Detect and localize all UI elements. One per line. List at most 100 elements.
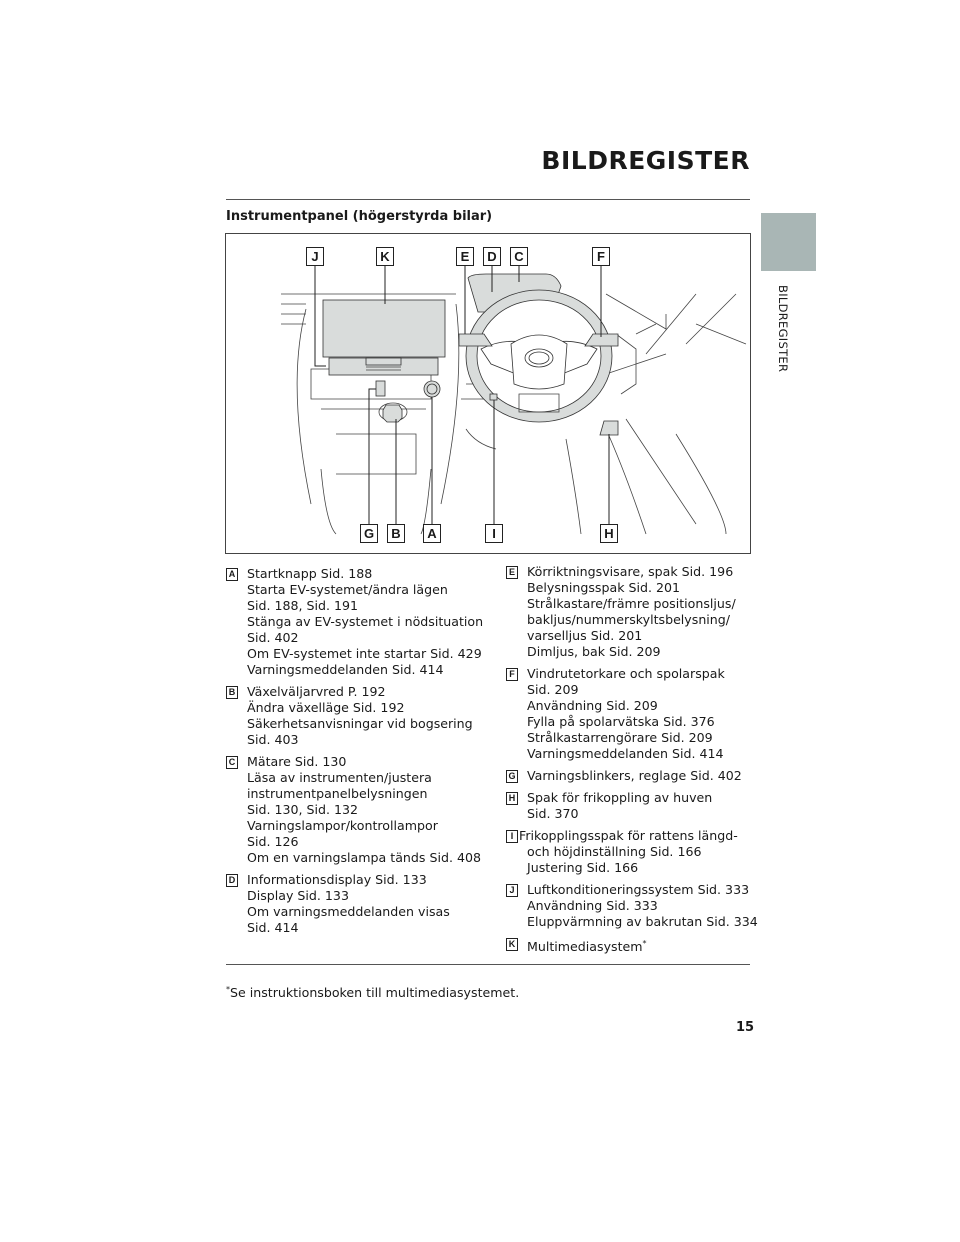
item-text: Fylla på spolarvätska Sid. 376 bbox=[527, 714, 715, 729]
item-detail: Sid. 402 bbox=[247, 630, 486, 646]
item-title: Multimediasystem* bbox=[527, 936, 756, 955]
footnote-divider bbox=[226, 964, 750, 965]
item-title: Vindrutetorkare och spolarspak bbox=[527, 666, 756, 682]
item-key-badge: H bbox=[506, 792, 518, 805]
item-detail: Läsa av instrumenten/justera bbox=[247, 770, 486, 786]
label-e: E bbox=[456, 247, 474, 266]
item-text: Vindrutetorkare och spolarspak bbox=[527, 666, 725, 681]
label-c: C bbox=[510, 247, 528, 266]
item-detail: Om en varningslampa tänds Sid. 408 bbox=[247, 850, 486, 866]
label-b: B bbox=[387, 524, 405, 543]
item-detail: Starta EV-systemet/ändra lägen bbox=[247, 582, 486, 598]
item-text: Sid. 402 bbox=[247, 630, 299, 645]
footnote-text: Se instruktionsboken till multimediasyst… bbox=[230, 985, 520, 1001]
item-text: Om en varningslampa tänds Sid. 408 bbox=[247, 850, 481, 865]
header-divider bbox=[226, 199, 750, 200]
item-title: Luftkonditioneringssystem Sid. 333 bbox=[527, 882, 756, 898]
item-key-badge: I bbox=[506, 830, 518, 843]
section-tab bbox=[761, 213, 816, 271]
item-text: Användning Sid. 333 bbox=[527, 898, 658, 913]
item-detail: Eluppvärmning av bakrutan Sid. 334 bbox=[527, 914, 758, 930]
item-text: Ändra växelläge Sid. 192 bbox=[247, 700, 405, 715]
footnote: *Se instruktionsboken till multimediasys… bbox=[226, 985, 519, 1000]
item-key-badge: F bbox=[506, 668, 518, 681]
item-text: Sid. 209 bbox=[527, 682, 579, 697]
item-title: Körriktningsvisare, spak Sid. 196 bbox=[527, 564, 756, 580]
instrument-panel-illustration: J K E D C F G B A I H bbox=[225, 233, 751, 554]
item-key-badge: G bbox=[506, 770, 518, 783]
item-detail: Fylla på spolarvätska Sid. 376 bbox=[527, 714, 756, 730]
item-text: Eluppvärmning av bakrutan Sid. 334 bbox=[527, 914, 758, 929]
page-number: 15 bbox=[736, 1020, 755, 1035]
item-detail: Sid. 126 bbox=[247, 834, 486, 850]
item-detail: Sid. 414 bbox=[247, 920, 486, 936]
item-text: Strålkastarrengörare Sid. 209 bbox=[527, 730, 713, 745]
item-key-badge: K bbox=[506, 938, 518, 951]
item-title: Växelväljarvred P. 192 bbox=[247, 684, 486, 700]
item-detail: Användning Sid. 209 bbox=[527, 698, 756, 714]
item-title: Informationsdisplay Sid. 133 bbox=[247, 872, 486, 888]
item-text: Sid. 188, Sid. 191 bbox=[247, 598, 359, 613]
item-text: Justering Sid. 166 bbox=[527, 860, 639, 875]
legend-item-k: K Multimediasystem* bbox=[506, 936, 756, 955]
item-text: instrumentpanelbelysningen bbox=[247, 786, 428, 801]
item-text: Varningsblinkers, reglage Sid. 402 bbox=[527, 768, 742, 783]
item-text: Varningslampor/kontrollampor bbox=[247, 818, 438, 833]
item-title: Frikopplingsspak för rattens längd- bbox=[519, 828, 756, 844]
item-text: Sid. 414 bbox=[247, 920, 299, 935]
item-detail: Sid. 188, Sid. 191 bbox=[247, 598, 486, 614]
item-detail: Varningsmeddelanden Sid. 414 bbox=[527, 746, 756, 762]
item-detail: Om varningsmeddelanden visas bbox=[247, 904, 486, 920]
item-key-badge: E bbox=[506, 566, 518, 579]
item-text: Användning Sid. 209 bbox=[527, 698, 658, 713]
item-detail: bakljus/nummerskyltsbelysning/ bbox=[527, 612, 756, 628]
item-text: Startknapp Sid. 188 bbox=[247, 566, 373, 581]
item-text: Starta EV-systemet/ändra lägen bbox=[247, 582, 448, 597]
item-title: Startknapp Sid. 188 bbox=[247, 566, 486, 582]
item-detail: instrumentpanelbelysningen bbox=[247, 786, 486, 802]
item-detail: Sid. 370 bbox=[527, 806, 756, 822]
item-detail: Varningsmeddelanden Sid. 414 bbox=[247, 662, 486, 678]
item-text: Stänga av EV-systemet i nödsituation bbox=[247, 614, 484, 629]
item-text: Läsa av instrumenten/justera bbox=[247, 770, 432, 785]
item-text: Sid. 126 bbox=[247, 834, 299, 849]
item-text: Varningsmeddelanden Sid. 414 bbox=[527, 746, 724, 761]
item-text: Sid. 370 bbox=[527, 806, 579, 821]
item-text: Mätare Sid. 130 bbox=[247, 754, 347, 769]
page-title: BILDREGISTER bbox=[541, 146, 750, 175]
item-text: Körriktningsvisare, spak Sid. 196 bbox=[527, 564, 734, 579]
label-g: G bbox=[360, 524, 378, 543]
item-text: Säkerhetsanvisningar vid bogsering bbox=[247, 716, 473, 731]
item-text: Dimljus, bak Sid. 209 bbox=[527, 644, 661, 659]
item-title: Varningsblinkers, reglage Sid. 402 bbox=[527, 768, 756, 784]
item-title: Mätare Sid. 130 bbox=[247, 754, 486, 770]
item-text: Spak för frikoppling av huven bbox=[527, 790, 713, 805]
item-detail: Säkerhetsanvisningar vid bogsering bbox=[247, 716, 486, 732]
section-title: Instrumentpanel (högerstyrda bilar) bbox=[226, 209, 493, 224]
item-text: bakljus/nummerskyltsbelysning/ bbox=[527, 612, 731, 627]
item-detail: Varningslampor/kontrollampor bbox=[247, 818, 486, 834]
item-text: Strålkastare/främre positionsljus/ bbox=[527, 596, 736, 611]
item-text: Frikopplingsspak för rattens längd- bbox=[519, 828, 738, 843]
item-detail: Om EV-systemet inte startar Sid. 429 bbox=[247, 646, 486, 662]
item-detail: Stänga av EV-systemet i nödsituation bbox=[247, 614, 486, 630]
item-detail: Sid. 403 bbox=[247, 732, 486, 748]
item-text: Om EV-systemet inte startar Sid. 429 bbox=[247, 646, 482, 661]
item-text: Växelväljarvred P. 192 bbox=[247, 684, 386, 699]
item-text: Sid. 130, Sid. 132 bbox=[247, 802, 359, 817]
label-i: I bbox=[485, 524, 503, 543]
item-text: Luftkonditioneringssystem Sid. 333 bbox=[527, 882, 750, 897]
label-d: D bbox=[483, 247, 501, 266]
item-text: varselljus Sid. 201 bbox=[527, 628, 643, 643]
label-h: H bbox=[600, 524, 618, 543]
